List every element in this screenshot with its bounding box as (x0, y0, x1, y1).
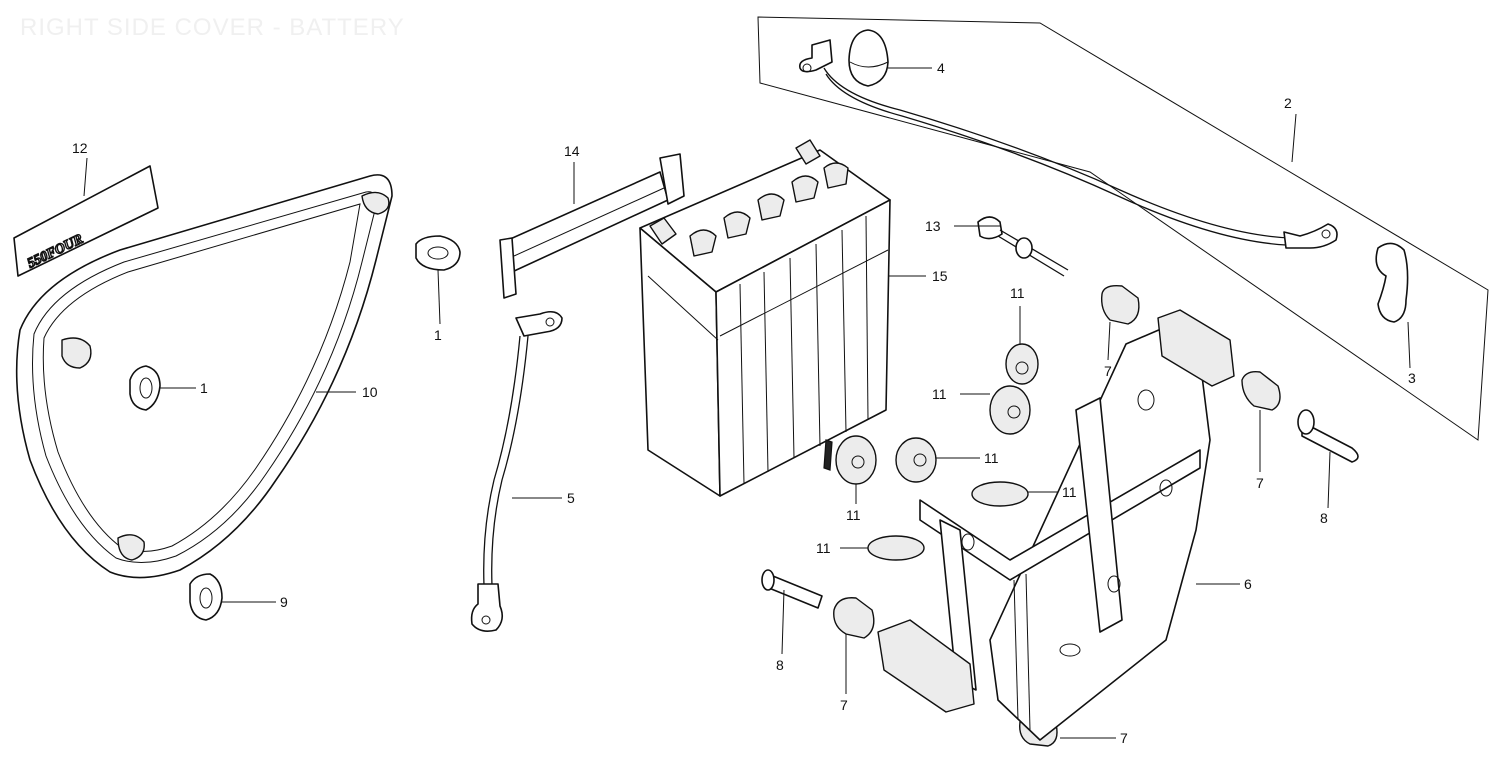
grommet-part (129, 235, 461, 411)
callout-1-lower: 1 (200, 380, 208, 396)
callout-11-a: 11 (1010, 285, 1025, 301)
callout-11-b: 11 (932, 386, 947, 402)
bolt-part (977, 216, 1069, 277)
cable-kit-box (757, 16, 1489, 441)
diagram-title: RIGHT SIDE COVER - BATTERY (20, 14, 405, 41)
cable-cover-part (1375, 242, 1409, 323)
callout-7-d: 7 (1120, 730, 1128, 746)
callout-15: 15 (932, 268, 948, 284)
callout-labels: 4 2 3 12 14 13 15 1 1 10 11 7 11 11 7 11… (72, 60, 1416, 746)
callout-7-c: 7 (840, 697, 848, 713)
callout-11-f: 11 (816, 540, 831, 556)
callout-14: 14 (564, 143, 580, 159)
callout-3: 3 (1408, 370, 1416, 386)
callout-10: 10 (362, 384, 378, 400)
callout-6: 6 (1244, 576, 1252, 592)
side-cover-part (15, 174, 393, 579)
callout-1-upper: 1 (434, 327, 442, 343)
callout-11-c: 11 (984, 450, 999, 466)
collar-parts (761, 409, 1359, 609)
terminal-cap-part (848, 29, 889, 87)
callout-7-b: 7 (1256, 475, 1264, 491)
callout-11-e: 11 (846, 507, 861, 523)
positive-cable-part (798, 39, 1338, 249)
battery-strap-part (499, 153, 685, 299)
cushion-parts (835, 343, 1039, 561)
callout-13: 13 (925, 218, 941, 234)
callout-12: 12 (72, 140, 88, 156)
grommet-lower-part (189, 573, 223, 621)
callout-7-a: 7 (1104, 363, 1112, 379)
callout-2: 2 (1284, 95, 1292, 111)
negative-cable-part (470, 310, 563, 632)
leader-lines (83, 67, 1411, 739)
callout-8-b: 8 (776, 657, 784, 673)
callout-5: 5 (567, 490, 575, 506)
battery-part (639, 139, 891, 497)
emblem-part: 550FOUR (13, 165, 159, 277)
callout-8-a: 8 (1320, 510, 1328, 526)
callout-4: 4 (937, 60, 945, 76)
battery-bracket-part (877, 309, 1235, 741)
callout-9: 9 (280, 594, 288, 610)
callout-11-d: 11 (1062, 484, 1077, 500)
